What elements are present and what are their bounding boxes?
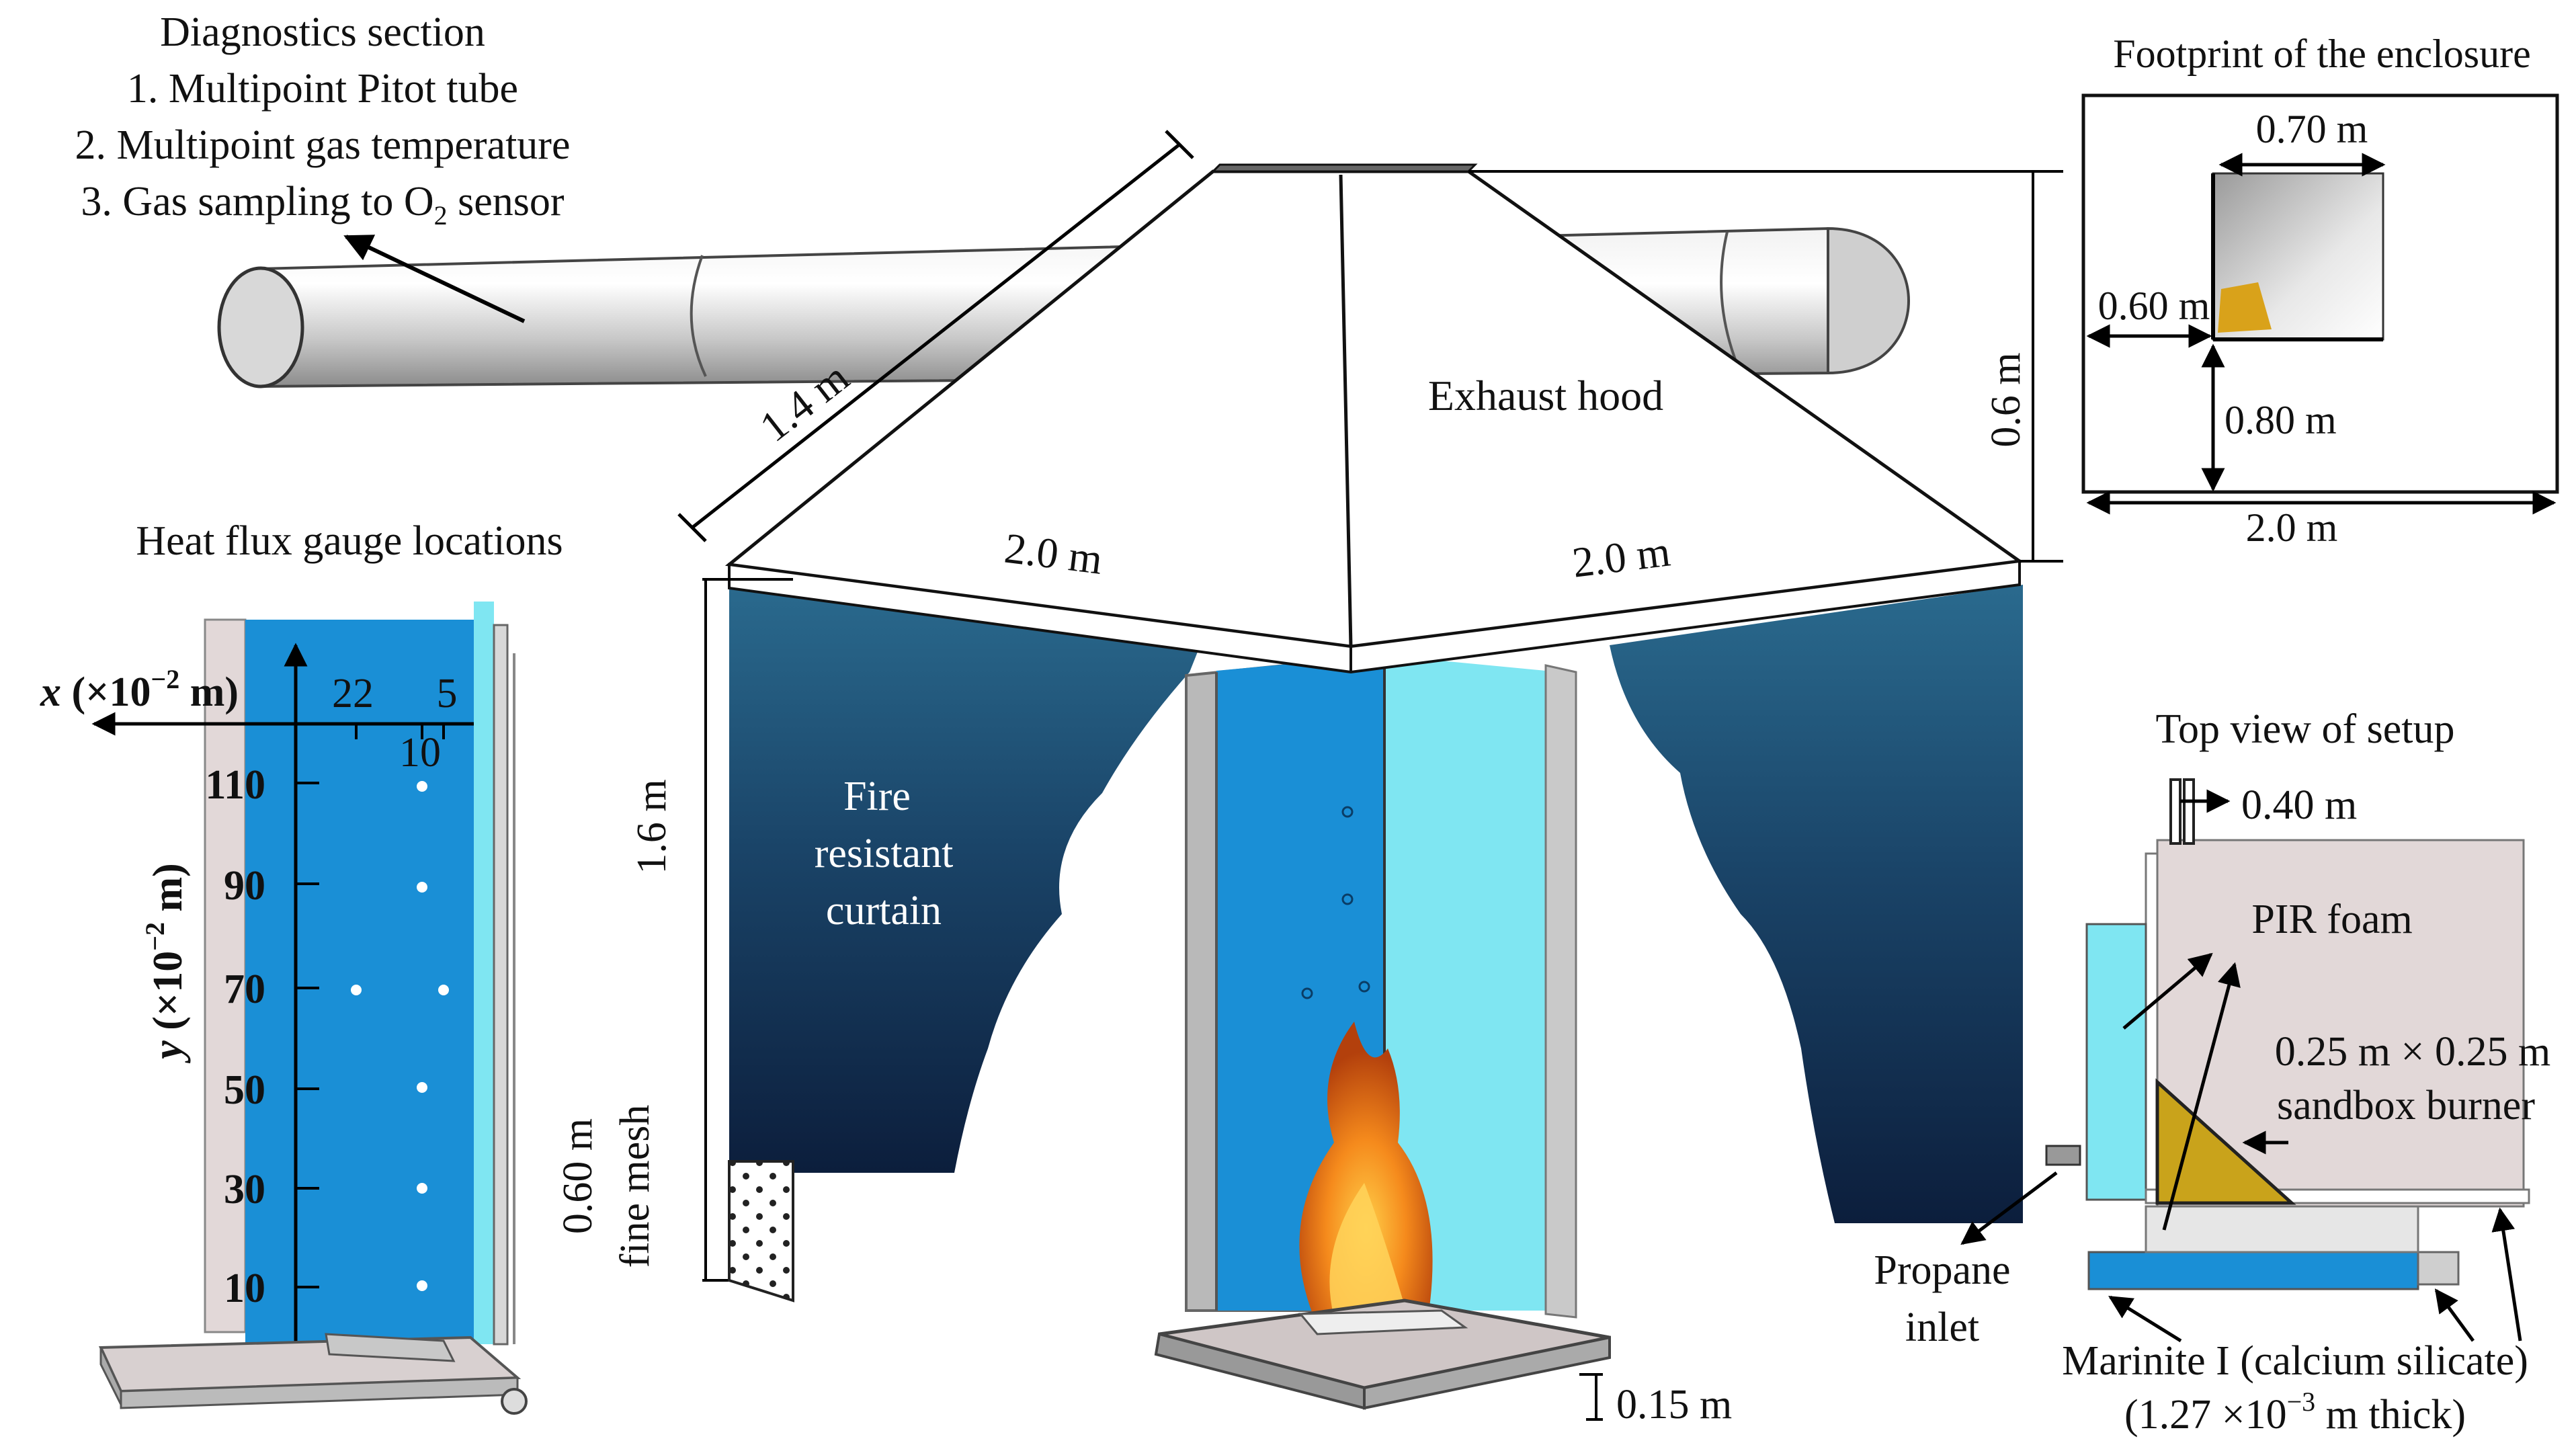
top-view-panel [1960,778,2530,1343]
floor-height-label: 0.15 m [1616,1382,1732,1428]
heat-flux-panel [91,602,528,1415]
heat-flux-title: Heat flux gauge locations [136,518,563,564]
fine-mesh [728,1160,794,1303]
diagnostics-item-2: 2. Multipoint gas temperature [75,122,571,168]
flame [1299,1022,1433,1317]
diagnostics-labels: Diagnostics section 1. Multipoint Pitot … [75,9,571,231]
y-tick-10: 10 [224,1266,265,1311]
footprint-total-width-label: 2.0 m [2246,505,2338,550]
mesh-label: fine mesh [612,1105,658,1268]
curtain-label-1: Fire [843,774,911,819]
exhaust-hood-label: Exhaust hood [1428,372,1663,419]
diagnostics-title: Diagnostics section [160,9,485,55]
exhaust-hood [724,163,2024,674]
curtain-labels: Fire resistant curtain [815,774,954,934]
hood-base-left-label: 2.0 m [1002,524,1105,583]
footprint-labels: Footprint of the enclosure 0.70 m 0.60 m… [2098,32,2531,550]
enclosure-model [1154,653,1611,1410]
x-tick-5: 5 [437,671,458,716]
gap-label: 0.40 m [2241,782,2357,828]
diagnostics-item-3: 3. Gas sampling to O2 sensor [81,179,565,231]
footprint-width-label: 0.70 m [2256,107,2368,151]
curtain-height-label: 1.6 m [629,779,675,874]
burner-label-2: sandbox burner [2277,1083,2535,1128]
footprint-x-offset-label: 0.60 m [2098,284,2210,328]
hood-height-label: 0.6 m [1983,352,2029,447]
curtain-label-2: resistant [815,831,954,876]
curtain-label-3: curtain [826,888,942,934]
foam-label: PIR foam [2251,897,2412,942]
footprint-y-offset-label: 0.80 m [2225,398,2337,442]
heat-flux-y-axis-label: y (×10−2 m) [140,863,191,1064]
curtain-right [1610,585,2023,1223]
x-tick-22: 22 [332,671,374,716]
propane-label-1: Propane [1874,1247,2010,1293]
top-view-title: Top view of setup [2155,706,2454,752]
x-tick-10: 10 [399,730,441,776]
marinite-label-2: (1.27 ×10−3 m thick) [2124,1387,2466,1438]
propane-label-2: inlet [1905,1305,1979,1350]
heat-flux-labels: Heat flux gauge locations x (×10−2 m) y … [40,518,563,1311]
hood-base-right-label: 2.0 m [1570,528,1673,587]
mesh-height-label: 0.60 m [555,1118,601,1234]
curtain-left [729,583,1203,1173]
y-tick-30: 30 [224,1167,265,1212]
y-tick-90: 90 [224,863,265,909]
hood-dimensions [677,130,2063,1421]
diagnostics-item-1: 1. Multipoint Pitot tube [127,66,518,112]
heat-flux-x-axis-label: x (×10−2 m) [40,664,239,715]
y-tick-50: 50 [224,1067,265,1113]
burner-label-1: 0.25 m × 0.25 m [2275,1029,2550,1075]
footprint-title: Footprint of the enclosure [2113,32,2531,76]
footprint-panel [2081,93,2559,515]
diagnostics-arrow [343,235,526,323]
marinite-label-1: Marinite I (calcium silicate) [2062,1338,2528,1384]
top-view-labels: Top view of setup 0.40 m PIR foam 0.25 m… [1874,706,2550,1438]
y-tick-110: 110 [205,762,265,808]
y-tick-70: 70 [224,966,265,1012]
